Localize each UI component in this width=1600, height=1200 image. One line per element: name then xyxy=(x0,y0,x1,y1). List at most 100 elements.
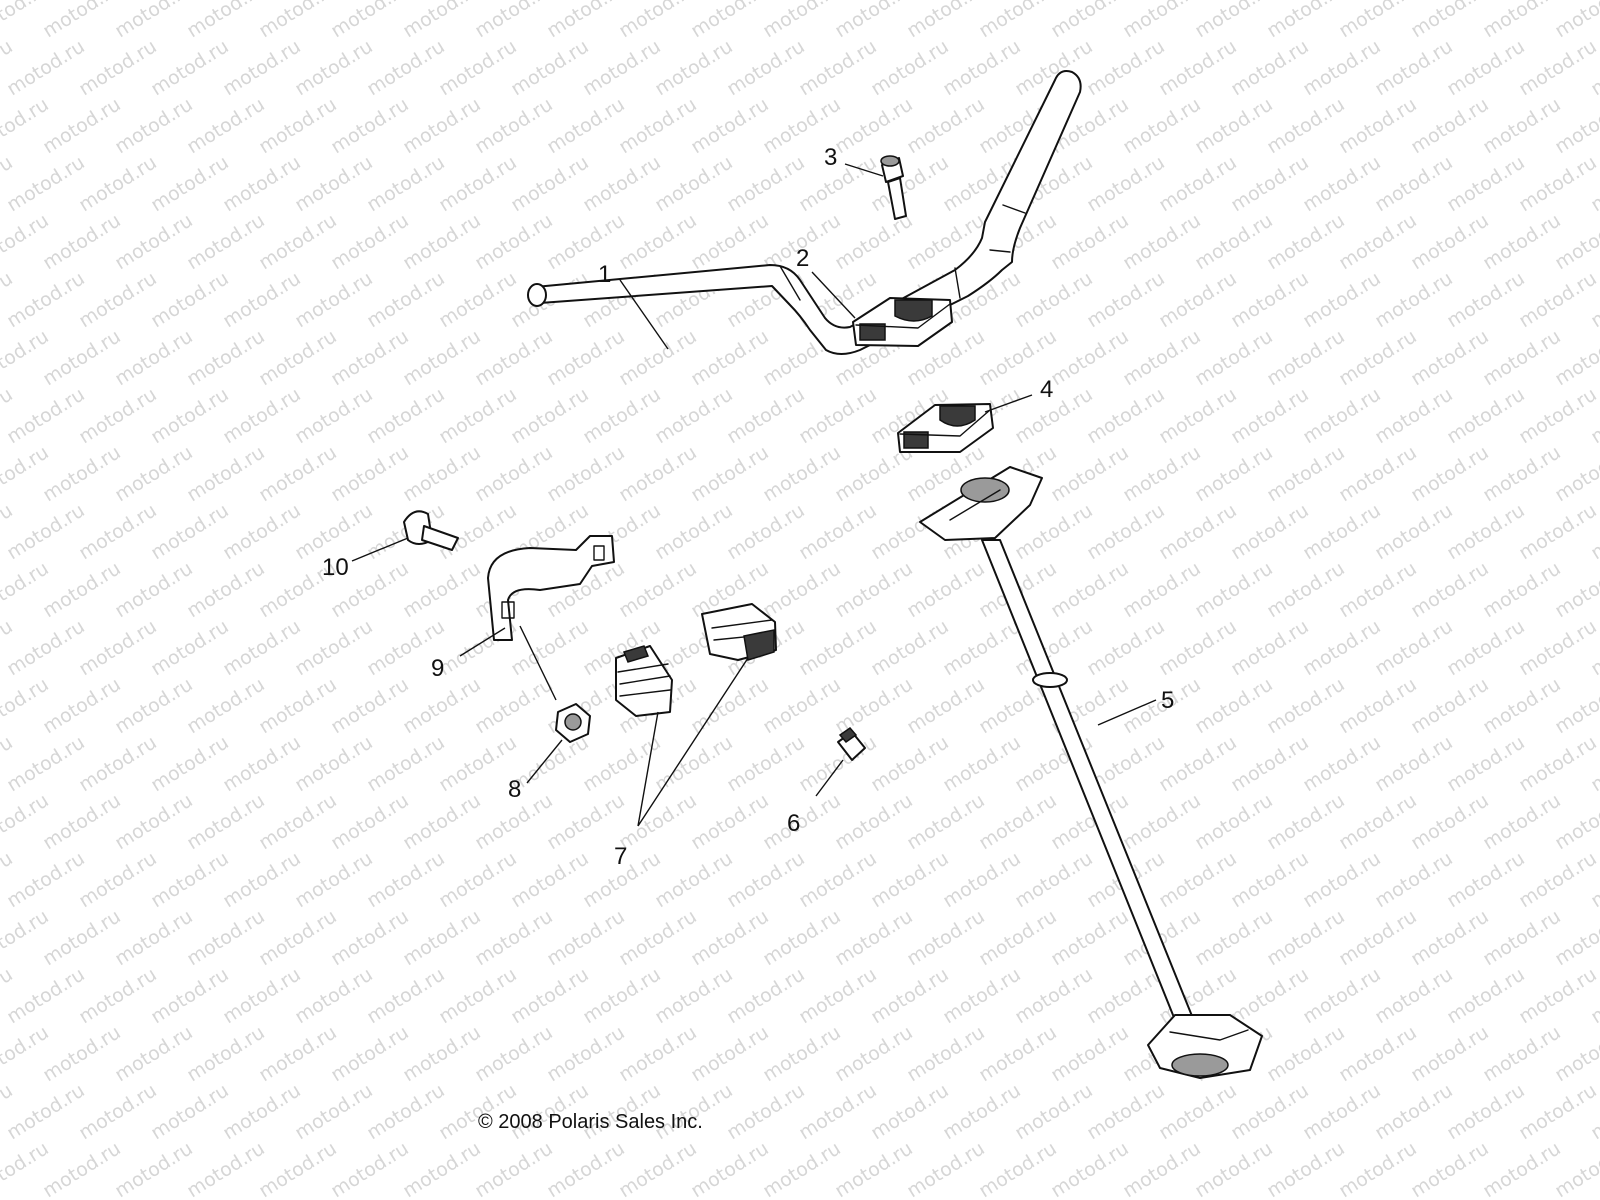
watermark-text: motod.ru xyxy=(1011,1079,1097,1144)
watermark-text: motod.ru xyxy=(1119,789,1205,854)
watermark-text: motod.ru xyxy=(111,673,197,738)
watermark-text: motod.ru xyxy=(1407,1021,1493,1086)
callout-8: 8 xyxy=(508,776,521,803)
watermark-text: motod.ru xyxy=(1443,499,1529,564)
watermark-text: motod.ru xyxy=(975,905,1061,970)
lower-clamp xyxy=(897,403,994,453)
watermark-text: motod.ru xyxy=(507,383,593,448)
watermark-text: motod.ru xyxy=(327,673,413,738)
watermark-text: motod.ru xyxy=(687,0,773,42)
watermark-text: motod.ru xyxy=(255,789,341,854)
watermark-text: motod.ru xyxy=(615,1021,701,1086)
watermark-text: motod.ru xyxy=(795,847,881,912)
watermark-text: motod.ru xyxy=(75,1079,161,1144)
watermark-text: motod.ru xyxy=(1407,209,1493,274)
watermark-text: motod.ru xyxy=(111,1137,197,1200)
watermark-text: motod.ru xyxy=(3,615,89,680)
watermark-text: motod.ru xyxy=(183,0,269,42)
watermark-text: motod.ru xyxy=(1083,499,1169,564)
watermark-text: motod.ru xyxy=(1155,1079,1241,1144)
watermark-text: motod.ru xyxy=(507,35,593,100)
watermark-text: motod.ru xyxy=(111,1021,197,1086)
watermark-text: motod.ru xyxy=(219,151,305,216)
watermark-text: motod.ru xyxy=(543,93,629,158)
watermark-text: motod.ru xyxy=(3,1079,89,1144)
watermark-text: motod.ru xyxy=(1551,0,1600,42)
watermark-text: motod.ru xyxy=(1011,847,1097,912)
watermark-text: motod.ru xyxy=(1407,905,1493,970)
watermark-text: motod.ru xyxy=(1119,325,1205,390)
watermark-text: motod.ru xyxy=(1299,615,1385,680)
leader-lines xyxy=(351,163,1157,827)
watermark-text: motod.ru xyxy=(111,209,197,274)
watermark-text: motod.ru xyxy=(1515,383,1600,448)
watermark-text: motod.ru xyxy=(255,209,341,274)
watermark-text: motod.ru xyxy=(759,557,845,622)
watermark-text: motod.ru xyxy=(39,673,125,738)
watermark-text: motod.ru xyxy=(219,383,305,448)
watermark-text: motod.ru xyxy=(219,499,305,564)
watermark-text: motod.ru xyxy=(1335,789,1421,854)
watermark-text: motod.ru xyxy=(399,325,485,390)
bushings xyxy=(615,603,777,717)
handlebar xyxy=(527,70,1082,355)
watermark-text: motod.ru xyxy=(795,35,881,100)
watermark-text: motod.ru xyxy=(543,905,629,970)
watermark-text: motod.ru xyxy=(327,905,413,970)
watermark-text: motod.ru xyxy=(327,209,413,274)
watermark-text: motod.ru xyxy=(1191,905,1277,970)
watermark-text: motod.ru xyxy=(471,441,557,506)
watermark-text: motod.ru xyxy=(543,0,629,42)
watermark-text: motod.ru xyxy=(903,557,989,622)
watermark-text: motod.ru xyxy=(1263,1021,1349,1086)
watermark-text: motod.ru xyxy=(111,93,197,158)
watermark-text: motod.ru xyxy=(1335,905,1421,970)
nut xyxy=(555,703,591,743)
watermark-text: motod.ru xyxy=(147,847,233,912)
watermark-text: motod.ru xyxy=(1299,383,1385,448)
watermark-text: motod.ru xyxy=(1263,1137,1349,1200)
watermark-text: motod.ru xyxy=(435,847,521,912)
watermark-text: motod.ru xyxy=(75,35,161,100)
watermark-text: motod.ru xyxy=(651,847,737,912)
watermark-text: motod.ru xyxy=(1263,557,1349,622)
watermark-text: motod.ru xyxy=(111,905,197,970)
watermark-text: motod.ru xyxy=(1191,93,1277,158)
watermark-text: motod.ru xyxy=(543,1021,629,1086)
watermark-text: motod.ru xyxy=(111,0,197,42)
watermark-text: motod.ru xyxy=(219,615,305,680)
watermark-text: motod.ru xyxy=(1191,209,1277,274)
watermark-text: motod.ru xyxy=(1299,1079,1385,1144)
watermark-text: motod.ru xyxy=(543,325,629,390)
watermark-text: motod.ru xyxy=(255,0,341,42)
watermark-text: motod.ru xyxy=(1227,383,1313,448)
watermark-text: motod.ru xyxy=(111,325,197,390)
watermark-text: motod.ru xyxy=(507,615,593,680)
watermark-text: motod.ru xyxy=(435,35,521,100)
watermark-text: motod.ru xyxy=(831,557,917,622)
watermark-text: motod.ru xyxy=(1155,499,1241,564)
watermark-text: motod.ru xyxy=(1263,325,1349,390)
watermark-text: motod.ru xyxy=(1407,0,1493,42)
watermark-text: motod.ru xyxy=(579,383,665,448)
watermark-text: motod.ru xyxy=(1083,383,1169,448)
watermark-text: motod.ru xyxy=(39,0,125,42)
callout-5: 5 xyxy=(1161,687,1174,714)
watermark-text: motod.ru xyxy=(1407,325,1493,390)
watermark-text: motod.ru xyxy=(507,963,593,1028)
watermark-text: motod.ru xyxy=(1443,963,1529,1028)
watermark-text: motod.ru xyxy=(1119,93,1205,158)
watermark-text: motod.ru xyxy=(1263,905,1349,970)
watermark-text: motod.ru xyxy=(219,267,305,332)
watermark-text: motod.ru xyxy=(831,1137,917,1200)
watermark-text: motod.ru xyxy=(363,267,449,332)
watermark-text: motod.ru xyxy=(759,789,845,854)
callout-3: 3 xyxy=(824,144,837,171)
watermark-text: motod.ru xyxy=(1407,789,1493,854)
watermark-text: motod.ru xyxy=(471,325,557,390)
watermark-text: motod.ru xyxy=(1083,267,1169,332)
watermark-text: motod.ru xyxy=(831,93,917,158)
watermark-text: motod.ru xyxy=(687,905,773,970)
watermark-text: motod.ru xyxy=(1335,441,1421,506)
watermark-text: motod.ru xyxy=(1371,499,1457,564)
